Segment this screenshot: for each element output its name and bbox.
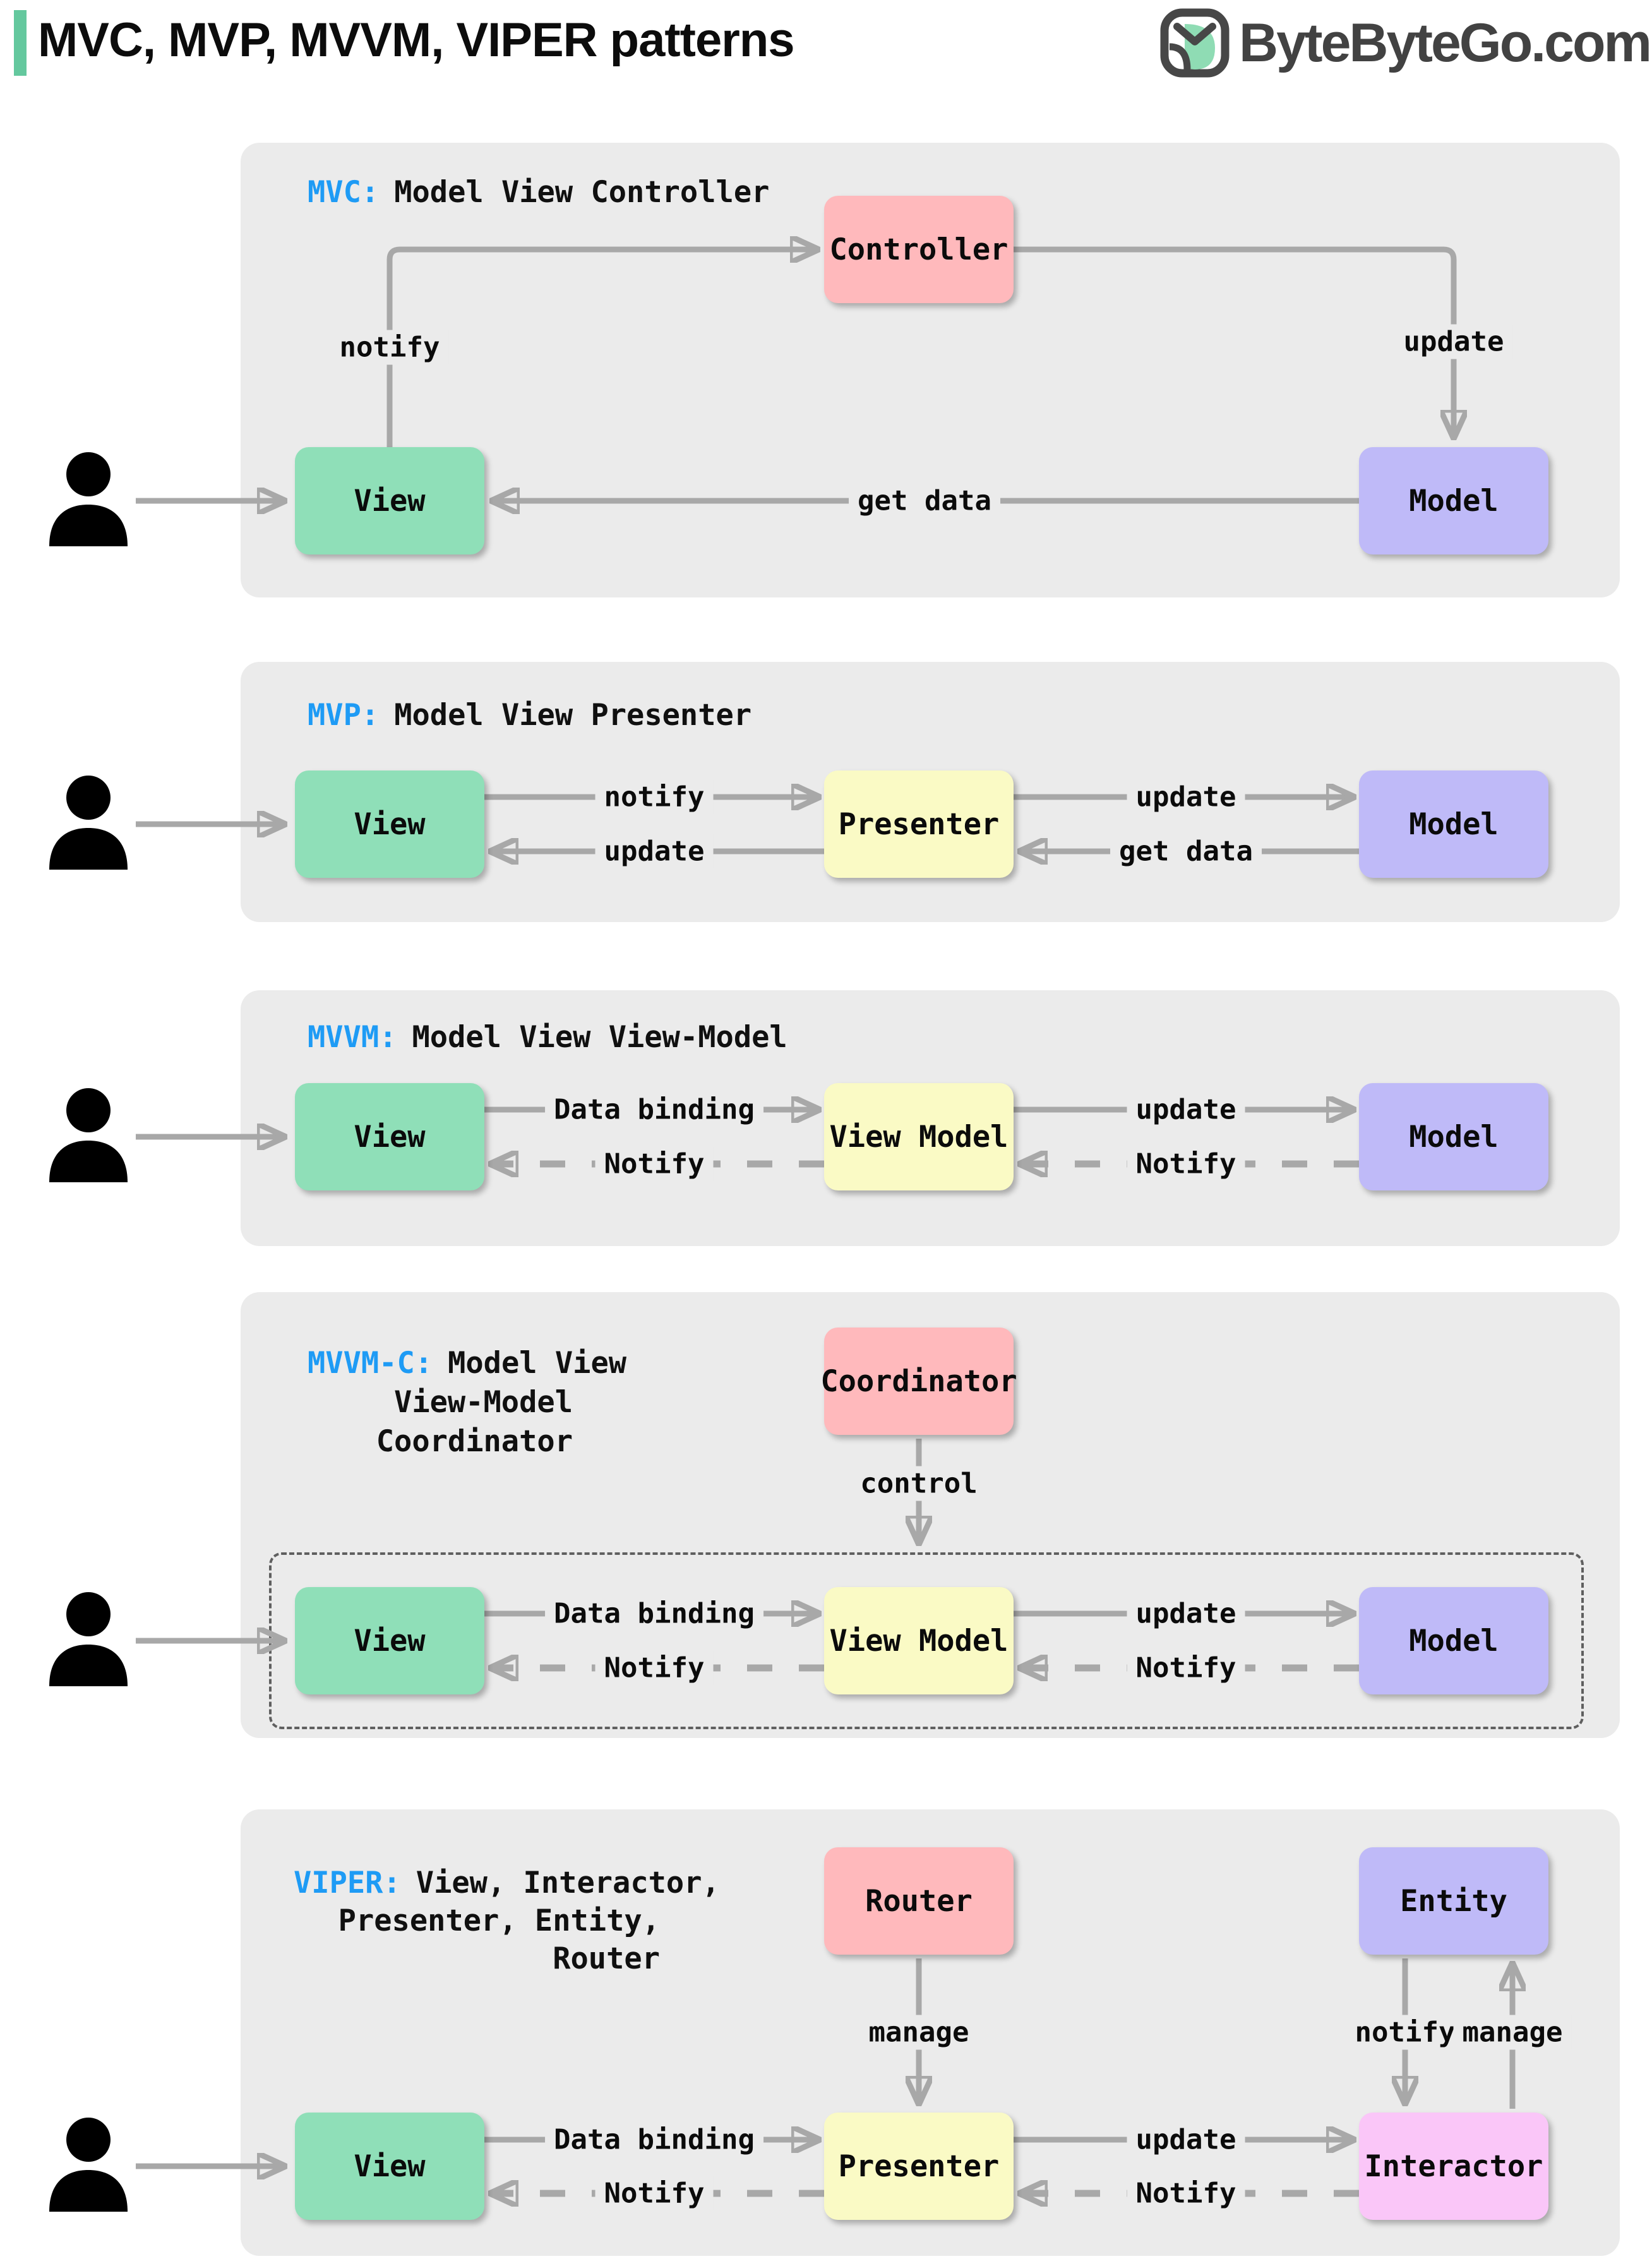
- node-interactor-viper: Interactor: [1359, 2113, 1548, 2220]
- node-view-mvvm-c: View: [295, 1587, 484, 1694]
- node-coordinator-mvvm-c: Coordinator: [820, 1328, 1017, 1435]
- user-icon: [49, 2118, 128, 2212]
- edge-label-control-mvvm-c: control: [851, 1466, 986, 1501]
- user-icon: [49, 1088, 128, 1182]
- title-accent-bar: [14, 10, 27, 76]
- edge-label-databinding-mvvm-c: Data binding: [545, 1596, 763, 1631]
- edge-label-notify-left-mvvm-c: Notify: [595, 1650, 714, 1686]
- edge-label-notify-right-viper: Notify: [1127, 2176, 1245, 2211]
- edge-label-update-mvvm-c: update: [1127, 1596, 1245, 1631]
- node-view-mvp: View: [295, 770, 484, 878]
- bytebytego-logo-icon: [1160, 8, 1230, 78]
- user-icon: [49, 452, 128, 546]
- page-title: MVC, MVP, MVVM, VIPER patterns: [38, 13, 795, 67]
- brand-name: ByteByteGo.com: [1239, 12, 1652, 73]
- user-icon: [49, 776, 128, 870]
- section-label-mvvm: MVVM:Model View View-Model: [308, 1020, 787, 1055]
- node-presenter-mvp: Presenter: [824, 770, 1014, 878]
- section-label-viper: VIPER:View, Interactor, Presenter, Entit…: [294, 1866, 720, 1976]
- arrow-update-controller-to-model: [1014, 246, 1454, 438]
- section-label-mvvm-c: MVVM-C:Model View View-Model Coordinator: [308, 1346, 627, 1459]
- edge-label-update-mvvm: update: [1127, 1092, 1245, 1127]
- edge-label-getdata-mvp: get data: [1110, 834, 1262, 869]
- section-label-mvp: MVP:Model View Presenter: [308, 698, 752, 733]
- node-viewmodel-mvvm-c: View Model: [824, 1587, 1014, 1694]
- brand-logo: ByteByteGo.com: [1159, 8, 1652, 78]
- node-model-mvp: Model: [1359, 770, 1548, 878]
- edge-label-databinding-viper: Data binding: [545, 2122, 763, 2157]
- node-router-viper: Router: [824, 1847, 1014, 1955]
- node-view-mvc: View: [295, 447, 484, 555]
- node-presenter-viper: Presenter: [824, 2113, 1014, 2220]
- edge-label-notify-mvp: notify: [595, 779, 714, 815]
- edge-label-notify-left-viper: Notify: [595, 2176, 714, 2211]
- edge-label-notify-right-mvvm: Notify: [1127, 1146, 1245, 1182]
- node-view-mvvm: View: [295, 1083, 484, 1190]
- section-label-mvc: MVC:Model View Controller: [308, 175, 770, 210]
- edge-label-databinding-mvvm: Data binding: [545, 1092, 763, 1127]
- node-viewmodel-mvvm: View Model: [824, 1083, 1014, 1190]
- edge-label-update-left-mvp: update: [595, 834, 714, 869]
- node-model-mvc: Model: [1359, 447, 1548, 555]
- edge-label-notify-right-mvvm-c: Notify: [1127, 1650, 1245, 1686]
- edge-label-notify-left-mvvm: Notify: [595, 1146, 714, 1182]
- user-icon: [49, 1592, 128, 1686]
- node-model-mvvm-c: Model: [1359, 1587, 1548, 1694]
- arrow-notify-view-to-controller: [386, 249, 818, 447]
- edge-label-getdata-mvc: get data: [849, 483, 1000, 519]
- edge-label-notify-entity-viper: notify: [1346, 2015, 1464, 2050]
- node-model-mvvm: Model: [1359, 1083, 1548, 1190]
- edge-label-notify-mvc: notify: [330, 330, 449, 365]
- edge-label-manage-entity-viper: manage: [1453, 2015, 1572, 2050]
- edge-label-update-viper: update: [1127, 2122, 1245, 2157]
- edge-label-update-mvc: update: [1394, 324, 1513, 359]
- edge-label-update-right-mvp: update: [1127, 779, 1245, 815]
- node-entity-viper: Entity: [1359, 1847, 1548, 1955]
- node-view-viper: View: [295, 2113, 484, 2220]
- edge-label-manage-router-viper: manage: [859, 2015, 978, 2050]
- node-controller-mvc: Controller: [824, 196, 1014, 303]
